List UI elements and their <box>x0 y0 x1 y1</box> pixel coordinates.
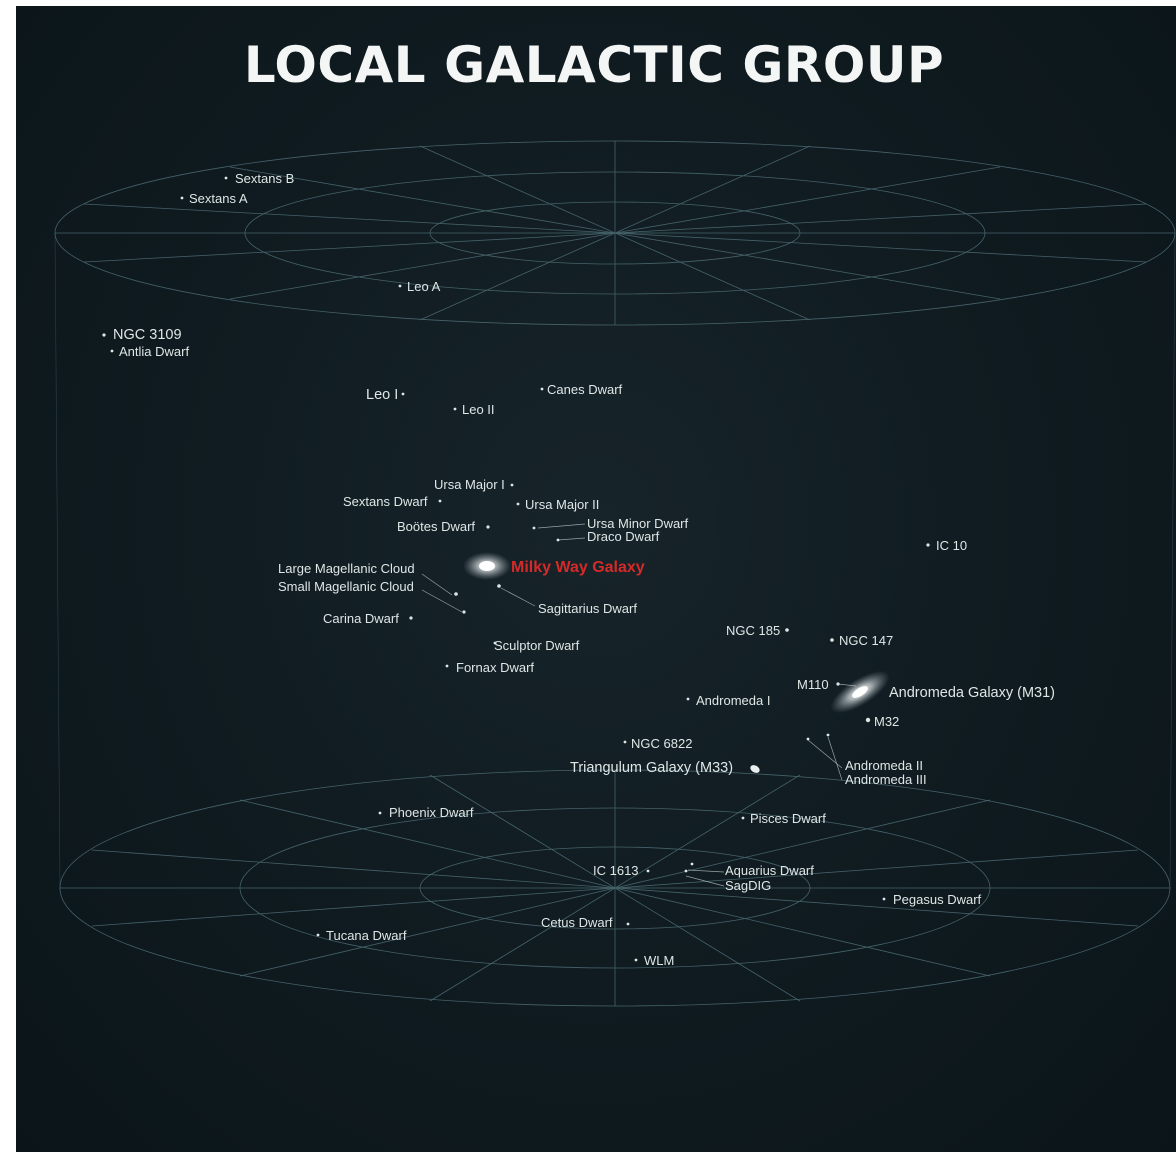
label-pegasus-dwarf: Pegasus Dwarf <box>893 892 982 907</box>
label-sagdig: SagDIG <box>725 878 772 893</box>
label-fornax-dwarf: Fornax Dwarf <box>456 660 535 675</box>
label-bootes-dwarf: Boötes Dwarf <box>397 519 476 534</box>
upper-grid-plane <box>54 140 1176 326</box>
milky-way-galaxy-image <box>463 552 511 580</box>
label-triangulum-galaxy: Triangulum Galaxy (M33) <box>570 760 734 776</box>
label-andromeda-ii: Andromeda II <box>845 758 924 773</box>
label-phoenix-dwarf: Phoenix Dwarf <box>389 805 474 820</box>
label-ngc-147: NGC 147 <box>839 633 894 648</box>
label-andromeda-iii: Andromeda III <box>845 772 927 787</box>
label-leaders <box>421 523 857 887</box>
label-canes-dwarf: Canes Dwarf <box>547 382 623 397</box>
label-large-magellanic-cloud: Large Magellanic Cloud <box>278 561 415 576</box>
label-wlm: WLM <box>644 953 675 968</box>
label-antlia-dwarf: Antlia Dwarf <box>119 344 190 359</box>
cylinder-edges <box>54 232 1176 889</box>
label-tucana-dwarf: Tucana Dwarf <box>326 928 407 943</box>
label-milky-way-galaxy: Milky Way Galaxy <box>511 559 645 576</box>
label-draco-dwarf: Draco Dwarf <box>587 529 660 544</box>
galaxy-dots <box>102 176 930 962</box>
label-ngc-6822: NGC 6822 <box>631 736 693 751</box>
label-andromeda-galaxy: Andromeda Galaxy (M31) <box>889 685 1056 701</box>
label-sculptor-dwarf: Sculptor Dwarf <box>494 638 580 653</box>
label-sextans-dwarf: Sextans Dwarf <box>343 494 428 509</box>
label-ic-1613: IC 1613 <box>593 863 639 878</box>
andromeda-galaxy-image <box>830 670 890 714</box>
label-ursa-major-ii: Ursa Major II <box>525 497 600 512</box>
label-ngc-185: NGC 185 <box>726 623 781 638</box>
label-ngc-3109: NGC 3109 <box>113 327 182 343</box>
page-title: LOCAL GALACTIC GROUP <box>243 36 945 94</box>
label-aquarius-dwarf: Aquarius Dwarf <box>725 863 814 878</box>
label-leo-a: Leo A <box>407 279 441 294</box>
label-carina-dwarf: Carina Dwarf <box>323 611 399 626</box>
label-ic-10: IC 10 <box>936 538 968 553</box>
map-panel: LOCAL GALACTIC GROUP Sextans B Sextans A… <box>16 6 1176 1152</box>
lower-grid-plane <box>59 769 1171 1007</box>
label-sagittarius-dwarf: Sagittarius Dwarf <box>538 601 637 616</box>
label-leo-i: Leo I <box>366 387 399 403</box>
label-leo-ii: Leo II <box>462 402 495 417</box>
star-map <box>54 140 1176 1007</box>
label-sextans-b: Sextans B <box>235 171 295 186</box>
label-m32: M32 <box>874 714 900 729</box>
label-andromeda-i: Andromeda I <box>696 693 771 708</box>
label-sextans-a: Sextans A <box>189 191 248 206</box>
label-cetus-dwarf: Cetus Dwarf <box>541 915 613 930</box>
label-small-magellanic-cloud: Small Magellanic Cloud <box>278 579 414 594</box>
triangulum-galaxy-image <box>750 765 760 773</box>
label-m110: M110 <box>797 677 829 692</box>
label-ursa-minor-dwarf: Ursa Minor Dwarf <box>587 516 689 531</box>
label-pisces-dwarf: Pisces Dwarf <box>750 811 826 826</box>
label-ursa-major-i: Ursa Major I <box>434 477 505 492</box>
